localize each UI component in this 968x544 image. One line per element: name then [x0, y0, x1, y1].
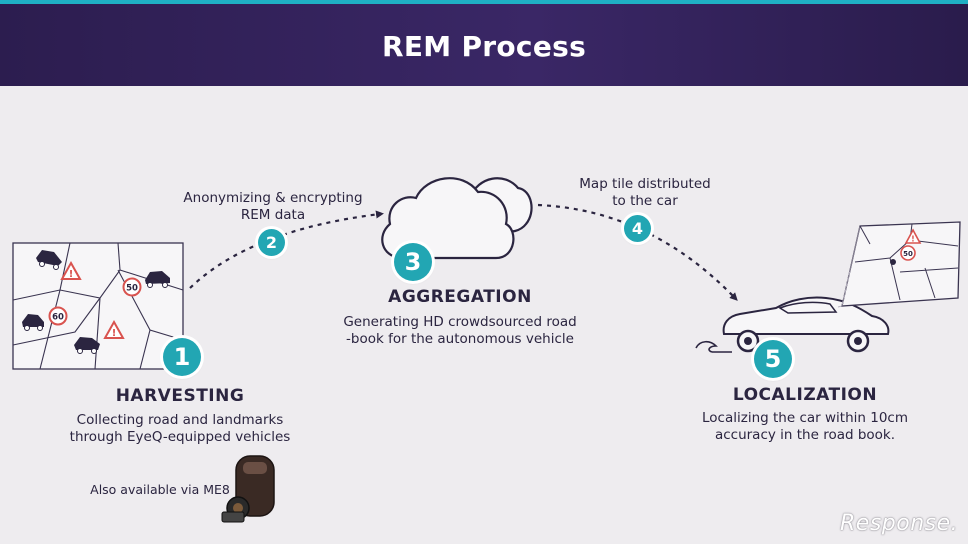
step-3-badge: 3: [394, 243, 432, 281]
aggregation-description: Generating HD crowdsourced road -book fo…: [325, 314, 595, 348]
harvesting-desc-line-1: Collecting road and landmarks: [76, 412, 284, 428]
step-4-badge: 4: [624, 215, 651, 242]
harvesting-title: HARVESTING: [115, 386, 245, 406]
localization-desc-line-2: accuracy in the road book.: [714, 427, 896, 443]
me8-device-icon: [221, 455, 275, 523]
step-5-badge: 5: [754, 340, 792, 378]
speed-sign-icon: 50: [900, 245, 916, 261]
harvest-map-icon: ! ! 50 60: [12, 242, 184, 370]
car-icon: [695, 296, 890, 353]
harvesting-desc-line-2: through EyeQ-equipped vehicles: [69, 429, 291, 445]
localization-title: LOCALIZATION: [732, 385, 878, 405]
anonymizing-line-1: Anonymizing & encrypting: [183, 190, 363, 206]
anonymizing-label: Anonymizing & encrypting REM data: [168, 190, 378, 224]
car-icon: [74, 337, 100, 354]
speed-sign-icon: 60: [48, 306, 68, 326]
speed-sign-icon: 50: [122, 277, 142, 297]
localization-description: Localizing the car within 10cm accuracy …: [680, 410, 930, 444]
svg-text:!: !: [112, 328, 117, 339]
speed-sign-text: 50: [903, 250, 913, 258]
localization-map-icon: ! 50: [837, 221, 961, 308]
step-2-badge: 2: [258, 229, 285, 256]
me8-note: Also available via ME8: [90, 482, 230, 497]
aggregation-title: AGGREGATION: [388, 287, 532, 307]
svg-text:!: !: [69, 269, 74, 280]
map-tile-line-1: Map tile distributed: [579, 176, 711, 192]
map-tile-label: Map tile distributed to the car: [560, 176, 730, 210]
anonymizing-line-2: REM data: [240, 207, 306, 223]
car-icon: [22, 314, 44, 331]
warning-sign-icon: !: [904, 228, 922, 244]
cloud-icon: [381, 177, 533, 260]
map-tile-line-2: to the car: [612, 193, 678, 209]
speed-sign-text: 50: [126, 284, 138, 294]
car-icon: [36, 250, 62, 270]
top-accent-line: [0, 0, 968, 4]
page-title: REM Process: [381, 30, 587, 63]
warning-sign-icon: !: [60, 260, 82, 280]
svg-text:!: !: [911, 235, 915, 244]
harvesting-description: Collecting road and landmarks through Ey…: [55, 412, 305, 446]
car-icon: [145, 271, 170, 288]
arrow-harvest-to-cloud: [189, 210, 384, 289]
aggregation-desc-line-1: Generating HD crowdsourced road: [343, 314, 577, 330]
warning-sign-icon: !: [103, 319, 125, 339]
aggregation-desc-line-2: -book for the autonomous vehicle: [346, 331, 574, 347]
step-1-badge: 1: [163, 338, 201, 376]
speed-sign-text: 60: [52, 313, 64, 323]
watermark: Response.: [840, 511, 959, 536]
header-bar: [0, 4, 968, 86]
localization-desc-line-1: Localizing the car within 10cm: [702, 410, 908, 426]
